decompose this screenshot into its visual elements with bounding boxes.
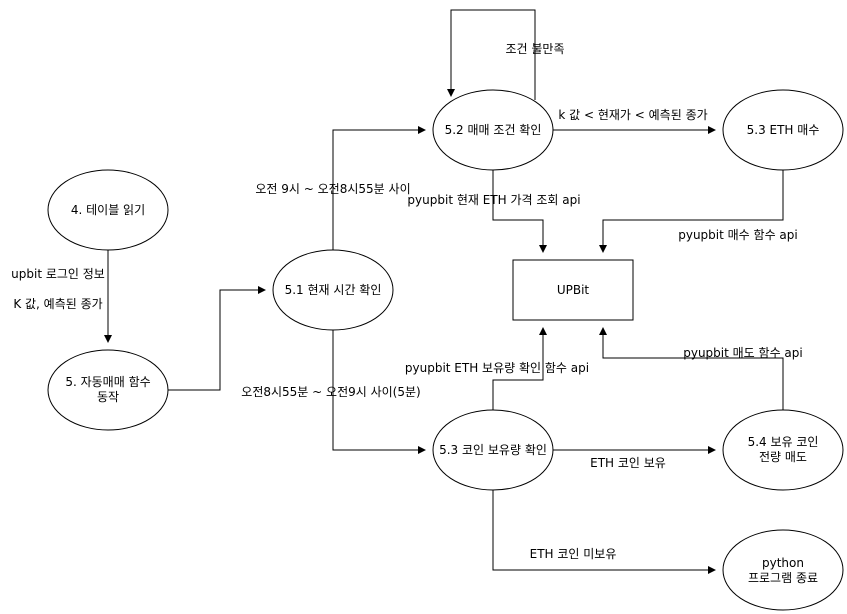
- edge-sell-to-upbit: [599, 327, 784, 410]
- label-eth-held: ETH 코인 보유: [590, 456, 666, 470]
- label-time-window-trade: 오전 9시 ~ 오전8시55분 사이: [255, 182, 410, 196]
- label-eth-not-held: ETH 코인 미보유: [530, 547, 617, 561]
- label-sell-api: pyupbit 매도 함수 api: [683, 346, 803, 360]
- node-auto-trade-label-2: 동작: [97, 390, 119, 404]
- label-time-window-check: 오전8시55분 ~ 오전9시 사이(5분): [241, 385, 420, 399]
- node-auto-trade: 5. 자동매매 함수 동작: [47, 349, 169, 431]
- edge-labels: upbit 로그인 정보 K 값, 예측된 종가 오전 9시 ~ 오전8시55분…: [11, 42, 803, 561]
- edge-condition-loop: [447, 9, 536, 100]
- node-check-condition-label: 5.2 매매 조건 확인: [445, 123, 542, 137]
- label-k-value: K 값, 예측된 종가: [13, 297, 102, 311]
- label-holdings-api: pyupbit ETH 보유량 확인 함수 api: [405, 361, 589, 375]
- label-condition-unmet: 조건 불만족: [505, 42, 564, 56]
- node-check-holdings-label: 5.3 코인 보유량 확인: [439, 443, 547, 457]
- label-buy-api: pyupbit 매수 함수 api: [678, 228, 798, 242]
- label-buy-condition: k 값 < 현재가 < 예측된 종가: [558, 108, 707, 122]
- edge-holdings-to-exit: [492, 490, 716, 574]
- edge-time-to-condition: [332, 126, 426, 250]
- edge-time-to-holdings: [332, 330, 426, 454]
- edge-buy-to-upbit: [599, 170, 784, 253]
- edge-condition-to-upbit: [492, 170, 547, 253]
- node-upbit: UPBit: [512, 259, 634, 321]
- node-sell-coin-label-2: 전량 매도: [759, 450, 807, 464]
- edge-holdings-to-upbit: [492, 327, 547, 410]
- label-login-info: upbit 로그인 정보: [11, 267, 105, 281]
- label-price-api: pyupbit 현재 ETH 가격 조회 api: [407, 193, 580, 207]
- edges: [104, 9, 784, 574]
- node-sell-coin-label-1: 5.4 보유 코인: [748, 435, 819, 449]
- node-upbit-label: UPBit: [557, 283, 590, 297]
- node-check-time: 5.1 현재 시간 확인: [272, 249, 394, 331]
- node-check-holdings: 5.3 코인 보유량 확인: [432, 409, 554, 491]
- edge-auto-to-time: [168, 286, 266, 391]
- node-check-condition: 5.2 매매 조건 확인: [432, 89, 554, 171]
- node-sell-coin: 5.4 보유 코인 전량 매도: [722, 409, 844, 491]
- node-exit-program-label-1: python: [762, 556, 804, 570]
- node-read-table-label: 4. 테이블 읽기: [71, 203, 145, 217]
- node-auto-trade-label-1: 5. 자동매매 함수: [65, 375, 150, 389]
- node-buy-eth: 5.3 ETH 매수: [722, 89, 844, 171]
- node-buy-eth-label: 5.3 ETH 매수: [747, 123, 820, 137]
- node-exit-program: python 프로그램 종료: [722, 529, 844, 611]
- node-read-table: 4. 테이블 읽기: [47, 169, 169, 251]
- node-check-time-label: 5.1 현재 시간 확인: [285, 283, 382, 297]
- node-exit-program-label-2: 프로그램 종료: [748, 571, 818, 585]
